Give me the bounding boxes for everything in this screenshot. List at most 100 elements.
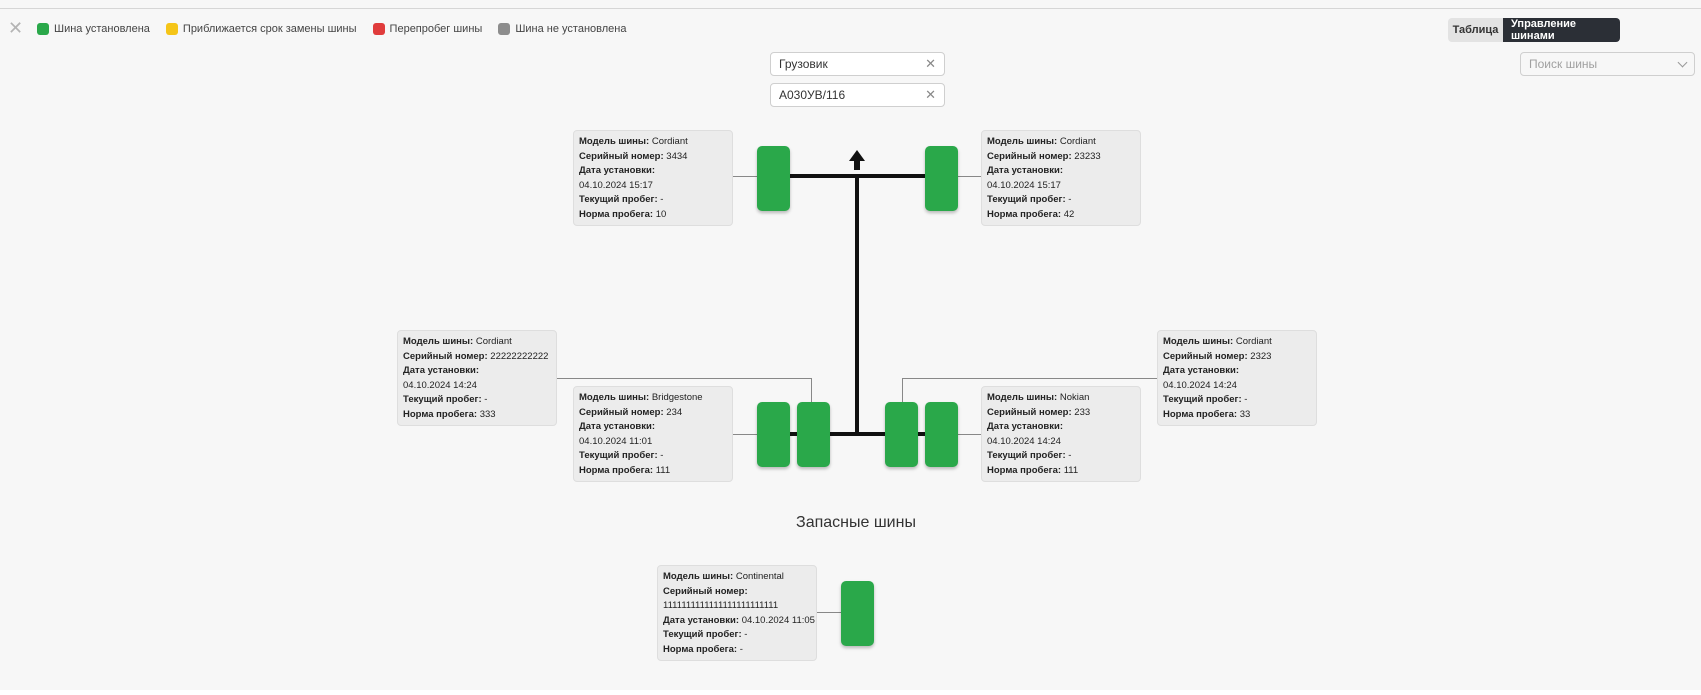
legend-item-approaching: Приближается срок замены шины bbox=[165, 23, 357, 35]
leader-line bbox=[902, 378, 903, 403]
legend-item-installed: Шина установлена bbox=[37, 23, 150, 35]
chevron-down-icon bbox=[1677, 57, 1688, 67]
model-value: Nokian bbox=[1059, 392, 1090, 403]
model-label: Модель шины: bbox=[663, 571, 734, 582]
mileage-value: - bbox=[660, 194, 664, 205]
top-divider bbox=[0, 8, 1701, 9]
model-value: Bridgestone bbox=[651, 392, 703, 403]
model-label: Модель шины: bbox=[987, 136, 1058, 147]
legend-item-overrun: Перепробег шины bbox=[372, 23, 482, 35]
leader-line bbox=[733, 176, 757, 177]
legend-label: Шина установлена bbox=[54, 23, 150, 35]
mileage-value: - bbox=[660, 450, 664, 461]
tire-management-button[interactable]: Управление шинами bbox=[1503, 18, 1620, 42]
tire-info-card-rear-right-outer: Модель шины: Cordiant Серийный номер: 23… bbox=[1157, 330, 1317, 426]
serial-value: 233 bbox=[1074, 406, 1091, 418]
legend-label: Приближается срок замены шины bbox=[182, 23, 357, 35]
tire-info-card-front-left: Модель шины: Cordiant Серийный номер: 34… bbox=[573, 130, 733, 226]
gray-status-icon bbox=[498, 23, 511, 35]
serial-label: Серийный номер: bbox=[987, 406, 1072, 418]
mileage-label: Текущий пробег: bbox=[987, 450, 1066, 461]
serial-label: Серийный номер: bbox=[579, 406, 664, 418]
clear-icon[interactable]: ✕ bbox=[925, 87, 936, 102]
tire-front-left[interactable] bbox=[757, 146, 790, 211]
installed-value: 04.10.2024 14:24 bbox=[1163, 379, 1237, 391]
installed-value: 04.10.2024 11:01 bbox=[579, 435, 653, 447]
vehicle-type-value: Грузовик bbox=[779, 57, 828, 71]
mileage-label: Текущий пробег: bbox=[403, 394, 482, 405]
norm-value: 111 bbox=[1063, 464, 1079, 476]
mileage-label: Текущий пробег: bbox=[987, 194, 1066, 205]
model-value: Continental bbox=[735, 571, 784, 582]
tire-front-right[interactable] bbox=[925, 146, 958, 211]
leader-line bbox=[902, 378, 1158, 379]
installed-label: Дата установки: bbox=[987, 421, 1064, 432]
norm-value: - bbox=[739, 643, 743, 655]
mileage-label: Текущий пробег: bbox=[663, 629, 742, 640]
yellow-status-icon bbox=[165, 23, 178, 35]
model-label: Модель шины: bbox=[987, 392, 1058, 403]
mileage-label: Текущий пробег: bbox=[579, 450, 658, 461]
norm-value: 33 bbox=[1239, 408, 1251, 420]
serial-value: 2323 bbox=[1250, 350, 1272, 362]
installed-label: Дата установки: bbox=[403, 365, 480, 376]
red-status-icon bbox=[372, 23, 385, 35]
model-label: Модель шины: bbox=[1163, 336, 1234, 347]
vehicle-plate-select[interactable]: А030УВ/116 ✕ bbox=[770, 83, 945, 107]
mileage-value: - bbox=[744, 629, 748, 640]
legend-label: Шина не установлена bbox=[515, 23, 627, 35]
view-toggle: Таблица Управление шинами bbox=[1448, 18, 1620, 42]
spare-tires-heading: Запасные шины bbox=[796, 514, 916, 531]
clear-icon[interactable]: ✕ bbox=[925, 56, 936, 71]
model-label: Модель шины: bbox=[403, 336, 474, 347]
close-icon[interactable]: ✕ bbox=[8, 18, 24, 38]
model-value: Cordiant bbox=[651, 136, 688, 147]
mileage-value: - bbox=[484, 394, 488, 405]
tire-info-card-rear-left-inner: Модель шины: Bridgestone Серийный номер:… bbox=[573, 386, 733, 482]
model-label: Модель шины: bbox=[579, 392, 650, 403]
leader-line bbox=[958, 176, 982, 177]
rear-axle bbox=[788, 432, 926, 436]
serial-value: 3434 bbox=[666, 150, 688, 162]
tire-info-card-spare: Модель шины: Continental Серийный номер:… bbox=[657, 565, 817, 661]
installed-label: Дата установки: bbox=[987, 165, 1064, 176]
mileage-value: - bbox=[1244, 394, 1248, 405]
serial-label: Серийный номер: bbox=[579, 150, 664, 162]
installed-value: 04.10.2024 15:17 bbox=[579, 179, 653, 191]
norm-label: Норма пробега: bbox=[579, 464, 654, 476]
leader-line bbox=[811, 378, 812, 403]
tire-rear-right-inner[interactable] bbox=[885, 402, 918, 467]
installed-label: Дата установки: bbox=[579, 421, 656, 432]
table-view-button[interactable]: Таблица bbox=[1448, 18, 1503, 42]
norm-value: 10 bbox=[655, 208, 667, 220]
serial-label: Серийный номер: bbox=[1163, 350, 1248, 362]
installed-value: 04.10.2024 15:17 bbox=[987, 179, 1061, 191]
serial-value: 23233 bbox=[1074, 150, 1101, 162]
status-legend: Шина установлена Приближается срок замен… bbox=[37, 23, 642, 35]
tire-rear-right-outer[interactable] bbox=[925, 402, 958, 467]
norm-label: Норма пробега: bbox=[403, 408, 478, 420]
direction-arrow-icon bbox=[849, 150, 865, 161]
tire-rear-left-inner[interactable] bbox=[797, 402, 830, 467]
legend-item-not-installed: Шина не установлена bbox=[498, 23, 626, 35]
norm-value: 42 bbox=[1063, 208, 1075, 220]
leader-line bbox=[958, 434, 982, 435]
direction-arrow-stem bbox=[854, 160, 860, 170]
vehicle-plate-value: А030УВ/116 bbox=[779, 88, 846, 102]
tire-info-card-front-right: Модель шины: Cordiant Серийный номер: 23… bbox=[981, 130, 1141, 226]
green-status-icon bbox=[37, 23, 49, 35]
leader-line bbox=[733, 434, 757, 435]
tire-info-card-rear-right-inner: Модель шины: Nokian Серийный номер: 233 … bbox=[981, 386, 1141, 482]
tire-spare[interactable] bbox=[841, 581, 874, 646]
chassis-spine bbox=[855, 176, 859, 434]
installed-value: 04.10.2024 11:05 bbox=[741, 614, 815, 626]
tire-rear-left-outer[interactable] bbox=[757, 402, 790, 467]
installed-label: Дата установки: bbox=[1163, 365, 1240, 376]
norm-label: Норма пробега: bbox=[987, 464, 1062, 476]
vehicle-type-select[interactable]: Грузовик ✕ bbox=[770, 52, 945, 76]
tire-info-card-rear-left-outer: Модель шины: Cordiant Серийный номер: 22… bbox=[397, 330, 557, 426]
serial-value: 22222222222 bbox=[490, 350, 549, 362]
leader-line bbox=[557, 378, 812, 379]
tire-search-select[interactable]: Поиск шины bbox=[1520, 52, 1695, 76]
search-placeholder: Поиск шины bbox=[1529, 57, 1598, 71]
